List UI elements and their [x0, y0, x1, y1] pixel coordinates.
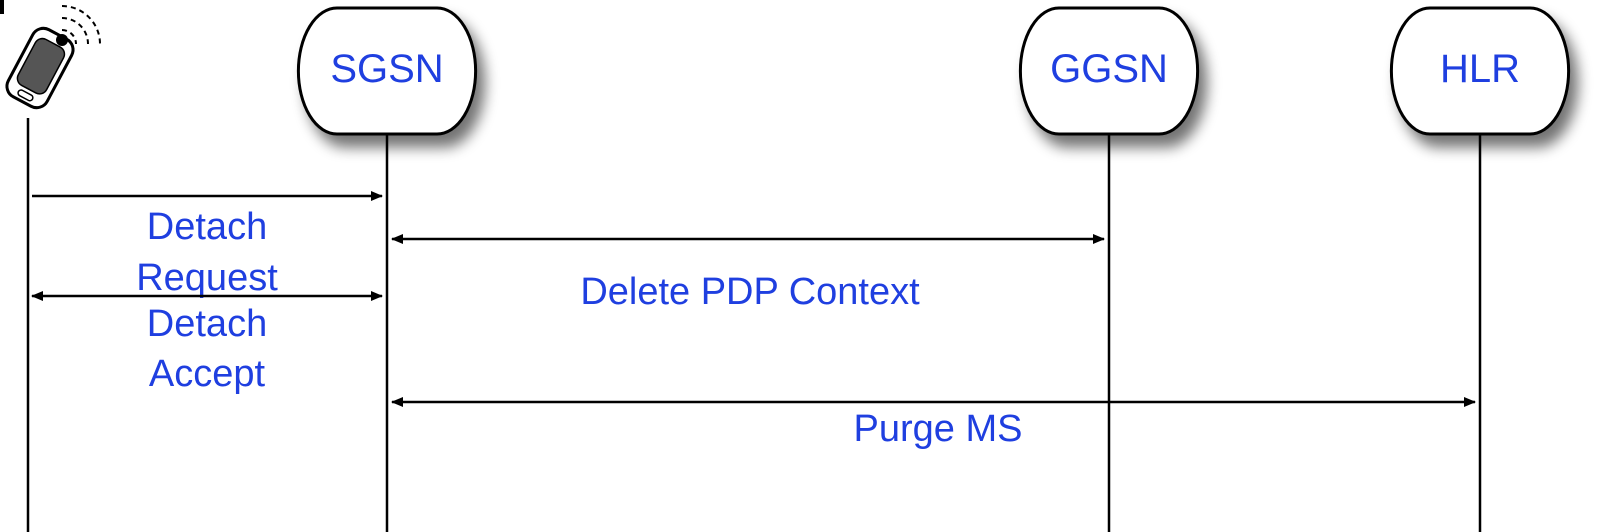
purge-ms-label: Purge MS — [854, 408, 1023, 450]
sgsn-node: SGSN — [296, 6, 478, 136]
mobile-phone-icon — [0, 0, 101, 110]
sgsn-label: SGSN — [330, 47, 443, 91]
detach-accept-label-line2: Accept — [149, 353, 266, 395]
ggsn-node: GGSN — [1018, 6, 1200, 136]
delete-pdp-context-label: Delete PDP Context — [580, 271, 920, 313]
ggsn-label: GGSN — [1050, 47, 1168, 91]
hlr-node: HLR — [1389, 6, 1571, 136]
detach-request-label-line1: Detach — [147, 206, 267, 248]
hlr-label: HLR — [1440, 47, 1520, 91]
detach-accept-label-line1: Detach — [147, 303, 267, 345]
detach-request-label-line2: Request — [136, 257, 278, 299]
